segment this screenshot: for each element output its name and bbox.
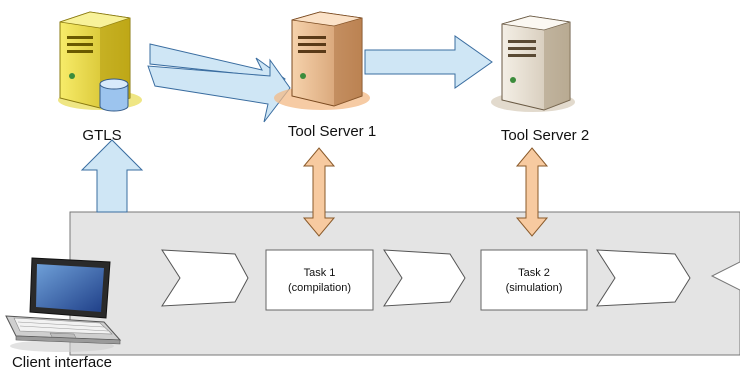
chevron-arrow-2	[383, 249, 466, 307]
tool-server-2-label: Tool Server 2	[501, 127, 589, 144]
flow-arrow-client-to-gtls	[80, 139, 144, 213]
task-2-title: Task 2	[518, 267, 550, 279]
task-box-1: Task 1 (compilation)	[265, 249, 374, 311]
client-interface-label: Client interface	[12, 354, 112, 371]
database-server-icon	[58, 11, 142, 112]
server-icon-tool-server-2	[491, 15, 575, 112]
band-end-notch	[710, 261, 740, 291]
bidirectional-arrow-task2	[515, 147, 549, 237]
flow-arrow-ts1-to-ts2	[364, 35, 493, 89]
task-1-title: Task 1	[304, 267, 336, 279]
server-icon-tool-server-1	[274, 11, 370, 110]
tool-server-1-label: Tool Server 1	[288, 123, 376, 140]
task-1-subtitle: (compilation)	[288, 282, 351, 294]
flow-arrow-gtls-to-ts1-lower	[147, 58, 291, 123]
chevron-arrow-3	[596, 249, 691, 307]
laptop-icon	[5, 257, 122, 352]
task-box-2: Task 2 (simulation)	[480, 249, 588, 311]
gtls-label: GTLS	[82, 127, 121, 144]
chevron-arrow-1	[161, 249, 249, 307]
task-2-subtitle: (simulation)	[506, 282, 563, 294]
bidirectional-arrow-task1	[302, 147, 336, 237]
